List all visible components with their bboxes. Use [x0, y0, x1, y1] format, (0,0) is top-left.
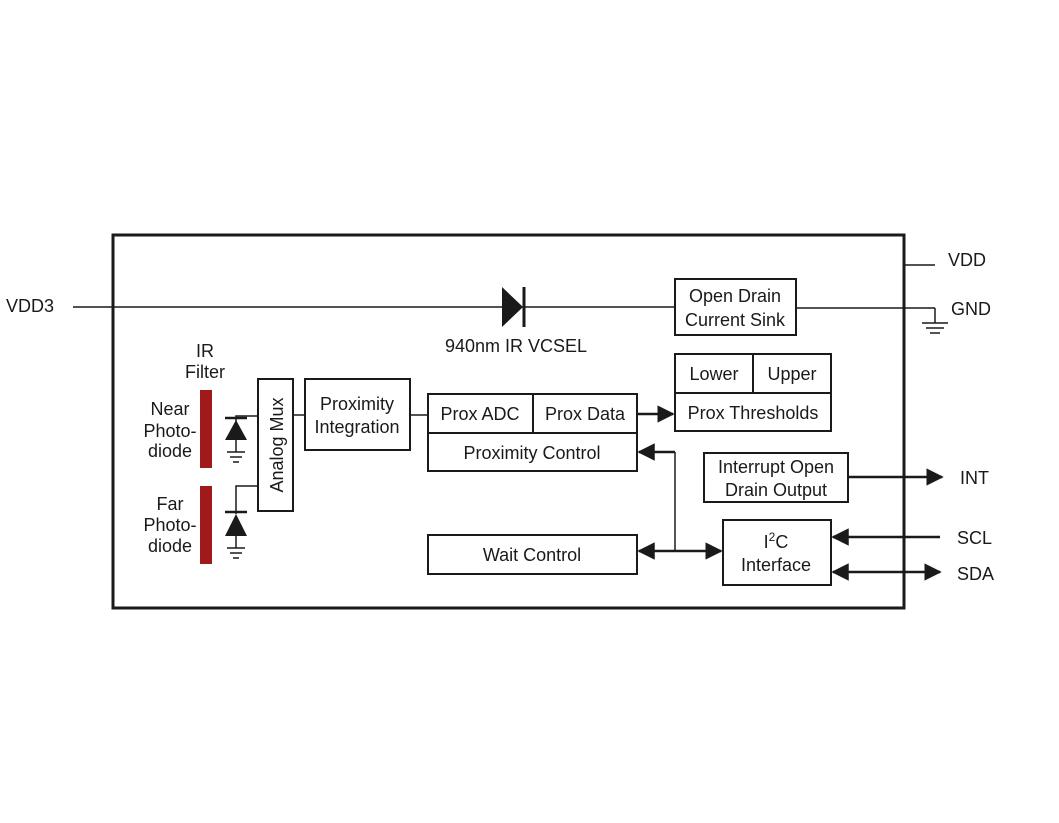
current-sink-box: [674, 278, 797, 336]
gnd-pin-label: GND: [951, 299, 991, 319]
proximity-integration-line1: Proximity: [320, 394, 394, 414]
far-photodiode-icon: [225, 485, 258, 559]
ir-filter-label-line1: IR: [196, 341, 214, 361]
scl-pin-label: SCL: [957, 528, 992, 548]
prox-adc-label: Prox ADC: [440, 404, 519, 424]
i2c-box: [722, 519, 832, 586]
near-photodiode-line1: Near: [150, 399, 189, 419]
wait-control-label: Wait Control: [483, 545, 581, 565]
threshold-upper-label: Upper: [767, 364, 816, 384]
chip-outline: [111, 233, 906, 610]
far-photodiode-line2: Photo-: [143, 515, 196, 535]
ir-filter-far: [200, 486, 212, 564]
sda-pin-label: SDA: [957, 564, 994, 584]
proximity-integration-line2: Integration: [314, 417, 399, 437]
analog-mux-label: Analog Mux: [267, 397, 287, 492]
ir-filter-near: [200, 390, 212, 468]
proximity-integration-box: [304, 378, 411, 451]
i2c-label: I2C: [764, 530, 789, 552]
current-sink-line1: Open Drain: [689, 286, 781, 306]
proximity-control-label: Proximity Control: [463, 443, 600, 463]
ir-filter-label-line2: Filter: [185, 362, 225, 382]
vdd-pin-label: VDD: [948, 250, 986, 270]
analog-mux-box: [257, 378, 294, 512]
current-sink-line2: Current Sink: [685, 310, 786, 330]
vcsel-label: 940nm IR VCSEL: [445, 336, 587, 356]
ground-icon: [922, 308, 948, 334]
far-photodiode-line1: Far: [157, 494, 184, 514]
far-photodiode-line3: diode: [148, 536, 192, 556]
wait-control-box: [427, 534, 638, 575]
i2c-suffix: C: [775, 532, 788, 552]
threshold-lower-label: Lower: [689, 364, 738, 384]
prox-data-label: Prox Data: [545, 404, 626, 424]
i2c-prefix: I: [764, 532, 769, 552]
vcsel-diode-icon: [502, 287, 526, 327]
near-photodiode-line2: Photo-: [143, 421, 196, 441]
interrupt-box: [703, 452, 849, 503]
i2c-line2: Interface: [741, 555, 811, 575]
near-photodiode-line3: diode: [148, 441, 192, 461]
vdd3-pin-label: VDD3: [6, 296, 54, 316]
i2c-superscript: 2: [769, 530, 776, 544]
prox-thresholds-label: Prox Thresholds: [688, 403, 819, 423]
int-pin-label: INT: [960, 468, 989, 488]
near-photodiode-icon: [225, 415, 258, 463]
interrupt-line2: Drain Output: [725, 480, 827, 500]
interrupt-line1: Interrupt Open: [718, 457, 834, 477]
